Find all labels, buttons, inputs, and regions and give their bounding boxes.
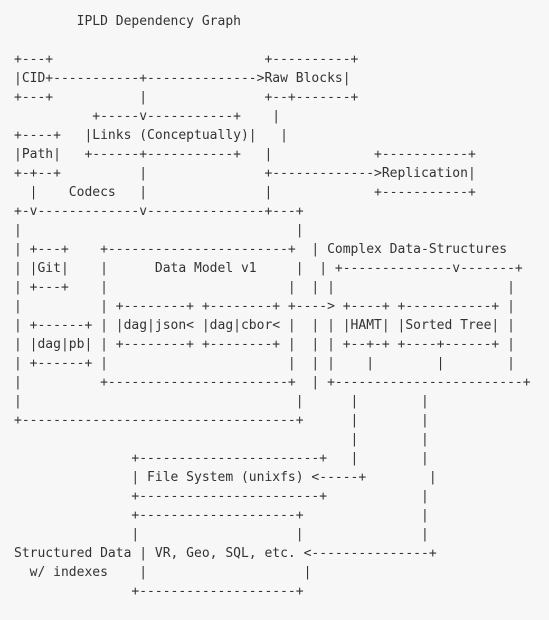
- diagram-line: |CID+-----------+-------------->Raw Bloc…: [14, 71, 351, 86]
- ascii-dependency-graph: IPLD Dependency Graph +---+ +----------+ |…: [14, 12, 531, 601]
- diagram-line: | +------+ | |dag|json< |dag|cbor< | | |…: [14, 318, 515, 333]
- diagram-line: | +---+ | | | | |: [14, 280, 515, 295]
- diagram-line: +-----------------------------------+ | …: [14, 413, 429, 428]
- diagram-line: | Codecs | | +-----------+: [14, 185, 476, 200]
- diagram-line: +-----------------------+ |: [14, 489, 429, 504]
- diagram-line: +---+ | +--+-------+: [14, 90, 359, 105]
- diagram-line: | |dag|pb| | +--------+ +--------+ | | |…: [14, 337, 515, 352]
- diagram-line: +--------------------+ |: [14, 508, 429, 523]
- diagram-line: +----+ |Links (Conceptually)| |: [14, 128, 288, 143]
- diagram-line: | |Git| | Data Model v1 | | +-----------…: [14, 261, 523, 276]
- diagram-line: +---+ +----------+: [14, 52, 359, 67]
- diagram-line: [14, 31, 531, 50]
- diagram-line: +-+--+ | +------------->Replication|: [14, 166, 476, 181]
- diagram-line: | | | |: [14, 394, 429, 409]
- diagram-line: | +-----------------------+ | +---------…: [14, 375, 531, 390]
- diagram-line: | | +--------+ +--------+ +----> +----+ …: [14, 299, 515, 314]
- diagram-line: | |: [14, 223, 304, 238]
- diagram-line: +-----------------------+ | |: [14, 451, 429, 466]
- diagram-line: Structured Data | VR, Geo, SQL, etc. <--…: [14, 546, 437, 561]
- diagram-line: w/ indexes | |: [14, 565, 312, 580]
- diagram-line: |Path| +------+-----------+ | +---------…: [14, 147, 476, 162]
- diagram-line: | | |: [14, 527, 429, 542]
- diagram-title: IPLD Dependency Graph: [14, 14, 241, 29]
- diagram-line: | File System (unixfs) <-----+ |: [14, 470, 437, 485]
- diagram-line: +-v-------------v---------------+---+: [14, 204, 304, 219]
- diagram-line: | +------+ | | | | | | |: [14, 356, 515, 371]
- diagram-line: +--------------------+: [14, 584, 304, 599]
- diagram-line: | +---+ +-----------------------+ | Comp…: [14, 242, 508, 257]
- diagram-line: | |: [14, 432, 429, 447]
- diagram-line: +-----v-----------+ |: [14, 109, 281, 124]
